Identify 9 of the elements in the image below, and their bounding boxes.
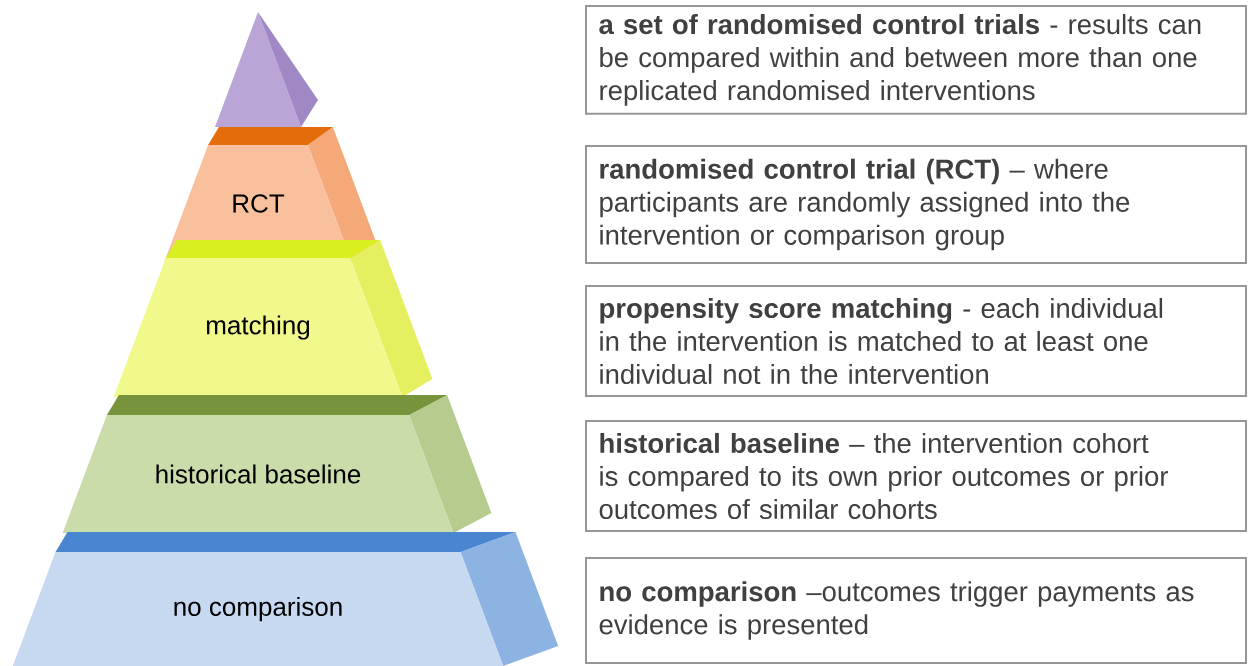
description-box: propensity score matching - each individual in the intervention is matched to at least one individual not in the intervention (585, 285, 1247, 397)
description-box: a set of randomised control trials - results can be compared within and between more than one replicated randomised interventions (585, 5, 1247, 115)
description-box: historical baseline – the intervention cohort is compared to its own prior outcomes or prior outcomes of similar cohorts (585, 420, 1247, 532)
description-box: no comparison –outcomes trigger payments as evidence is presented (585, 557, 1247, 664)
pyramid-tier: historical baseline (62, 395, 492, 533)
pyramid-tier: no comparison (12, 532, 559, 666)
pyramid-top (215, 12, 318, 127)
description-box: randomised control trial (RCT) – where participants are randomly assigned into the intervention or comparison group (585, 145, 1247, 264)
pyramid-tier: matching (113, 240, 433, 397)
